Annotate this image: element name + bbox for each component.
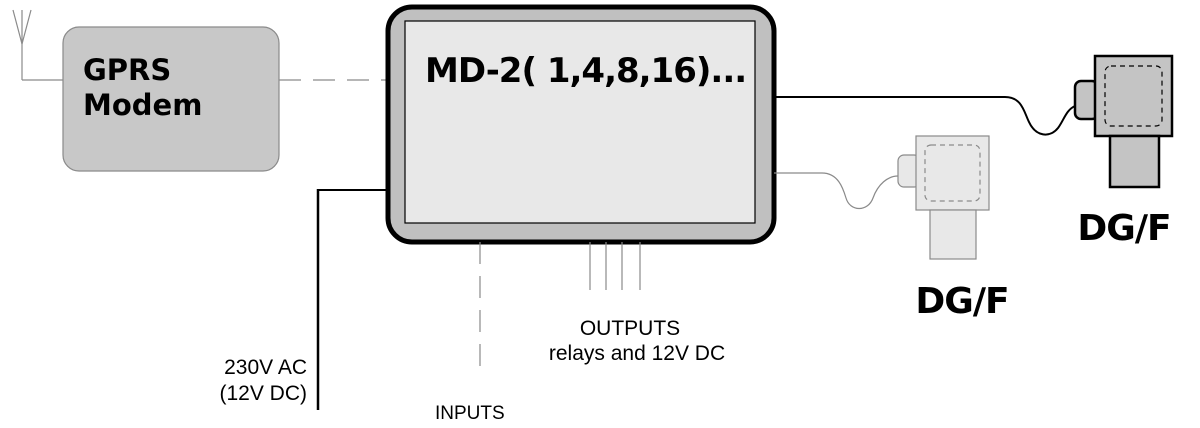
secondary-detector-label: DG/F xyxy=(915,281,1008,322)
primary-detector-cable xyxy=(774,96,1076,136)
primary-detector-window xyxy=(1104,65,1163,127)
outputs-lines xyxy=(589,242,641,290)
controller-title: MD-2( 1,4,8,16)... xyxy=(425,51,746,91)
power-cable xyxy=(316,189,388,410)
controller-panel xyxy=(404,20,756,224)
secondary-detector-window xyxy=(924,144,981,202)
inputs-label: INPUTS xyxy=(435,403,505,424)
gprs-modem-label-line2: Modem xyxy=(83,88,202,122)
power-label-line2: (12V DC) xyxy=(219,382,307,405)
gprs-modem-box xyxy=(62,26,280,172)
controller-unit: MD-2( 1,4,8,16)... xyxy=(385,4,777,245)
primary-detector: DG/F xyxy=(1073,54,1174,249)
primary-detector-housing xyxy=(1093,54,1174,138)
secondary-detector-stem xyxy=(929,209,977,260)
primary-detector-stem xyxy=(1108,134,1161,189)
secondary-detector-cable xyxy=(774,172,899,210)
outputs-label-line2: relays and 12V DC xyxy=(549,342,725,365)
primary-detector-label: DG/F xyxy=(1077,208,1170,249)
antenna-icon xyxy=(12,9,63,81)
power-label-line1: 230V AC xyxy=(224,356,307,379)
gprs-modem-label-line1: GPRS xyxy=(83,53,171,87)
gprs-modem: GPRS Modem xyxy=(62,26,280,172)
outputs-label-line1: OUTPUTS xyxy=(580,317,680,340)
secondary-detector-housing xyxy=(915,135,990,211)
secondary-detector: DG/F xyxy=(897,135,1010,322)
